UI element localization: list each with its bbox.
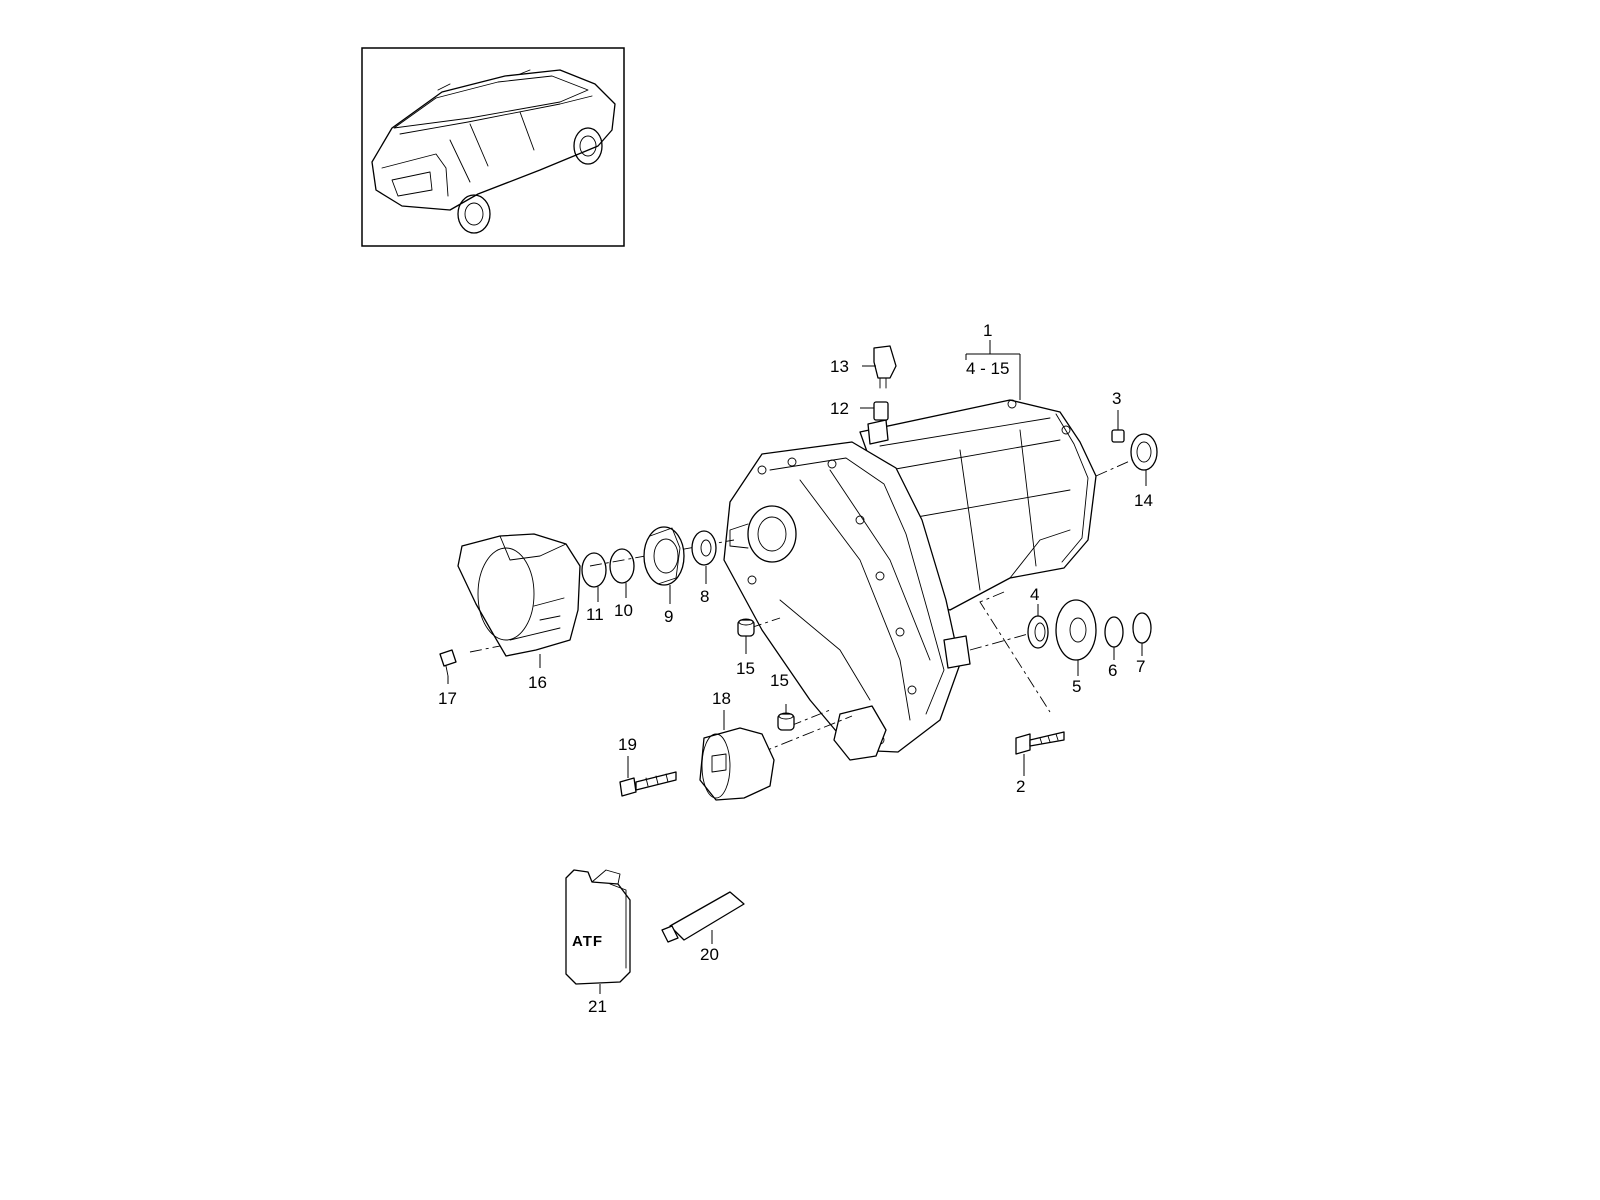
callout-1: 1 [983, 321, 992, 340]
seal-ring-14 [1130, 433, 1158, 486]
snap-ring-7 [1132, 612, 1152, 656]
seal-ring-8 [691, 530, 717, 584]
sleeve [860, 401, 889, 421]
transfer-case-housing [723, 399, 1097, 761]
callout-6: 6 [1108, 661, 1117, 680]
callout-20: 20 [700, 945, 719, 964]
callout-7: 7 [1136, 657, 1145, 676]
assembly-bracket [965, 340, 1021, 400]
plug-15-upper [737, 618, 755, 654]
filler-plug [862, 345, 897, 389]
o-ring-10 [609, 548, 635, 598]
callout-11: 11 [586, 605, 604, 624]
callout-16: 16 [528, 673, 547, 692]
callout-1-range: 4 - 15 [966, 359, 1009, 378]
assembly-line-15 [749, 617, 831, 727]
cover-18 [699, 710, 775, 801]
atf-container-21: ATF [565, 869, 631, 994]
plug-3 [1111, 410, 1125, 443]
callout-2: 2 [1016, 777, 1025, 796]
heat-shield-16 [457, 533, 581, 668]
bolt-17 [439, 649, 457, 684]
callout-3: 3 [1112, 389, 1121, 408]
callout-15-lower: 15 [770, 671, 789, 690]
callout-14: 14 [1134, 491, 1153, 510]
callout-10: 10 [614, 601, 633, 620]
callout-8: 8 [700, 587, 709, 606]
callout-13: 13 [830, 357, 849, 376]
callout-21: 21 [588, 997, 607, 1016]
shim-5 [1055, 599, 1097, 676]
o-ring-6 [1104, 616, 1124, 660]
bolt-2 [1015, 731, 1065, 776]
atf-label: ATF [572, 933, 603, 950]
seal-4 [1027, 604, 1049, 649]
callout-18: 18 [712, 689, 731, 708]
sealant-tube-20 [661, 891, 745, 944]
callout-19: 19 [618, 735, 637, 754]
callout-15-upper: 15 [736, 659, 755, 678]
bolt-19 [619, 756, 677, 797]
callout-17: 17 [438, 689, 457, 708]
plug-15-lower [777, 704, 795, 731]
suv-vehicle-icon [371, 69, 616, 234]
shield-plate-9 [643, 526, 685, 604]
callout-4: 4 [1030, 585, 1039, 604]
callout-12: 12 [830, 399, 849, 418]
vehicle-thumbnail [361, 47, 625, 247]
callout-9: 9 [664, 607, 673, 626]
snap-ring-11 [581, 552, 607, 602]
callout-5: 5 [1072, 677, 1081, 696]
